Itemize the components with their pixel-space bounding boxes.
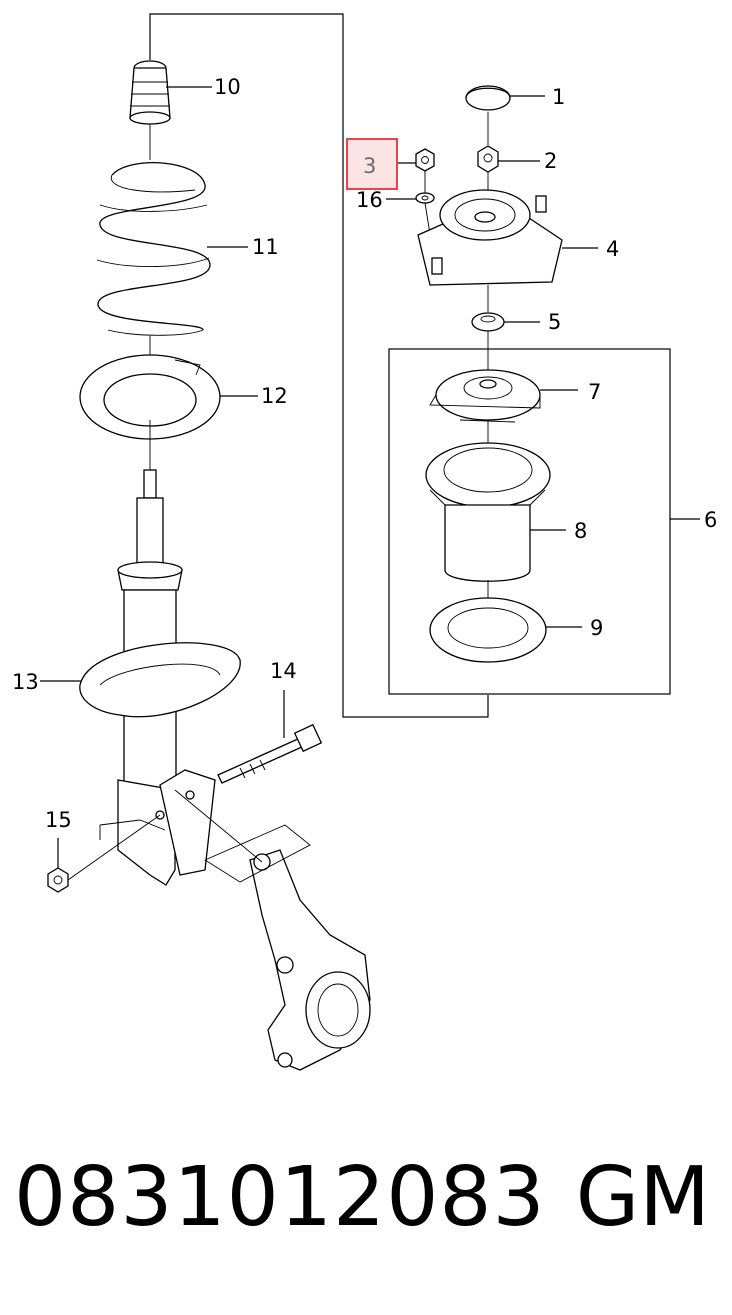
part-number: 0831012083: [14, 1150, 546, 1245]
part-16-washer: [415, 192, 435, 204]
part-1-cap: [465, 85, 511, 111]
callout-2: 2: [544, 149, 557, 173]
part-15-nut: [47, 867, 69, 893]
part-2-nut: [477, 145, 499, 173]
part-3-nut: [415, 148, 435, 172]
callout-10: 10: [214, 75, 241, 99]
part-13-strut: [79, 469, 241, 886]
callout-4: 4: [606, 237, 619, 261]
brand-name: GM: [575, 1150, 710, 1245]
callout-12: 12: [261, 384, 288, 408]
callout-8: 8: [574, 519, 587, 543]
callout-7: 7: [588, 380, 601, 404]
suspension-strut-diagram: 1 2 3 4 5 6 7 8 9 10 11 12 13 14 15 16: [12, 13, 717, 1071]
part-14-bolt: [217, 723, 323, 784]
kit-6-group-box: [388, 348, 671, 695]
steering-knuckle: [174, 789, 371, 1071]
part-4-top-mount: [417, 189, 563, 286]
part-11-coil-spring: [96, 162, 211, 336]
callout-15: 15: [45, 808, 72, 832]
callout-14: 14: [270, 659, 297, 683]
callout-3: 3: [363, 154, 376, 178]
part-8-boot: [425, 442, 551, 582]
callout-6: 6: [704, 508, 717, 532]
part-12-spring-seat: [79, 354, 221, 440]
callout-9: 9: [590, 616, 603, 640]
footer: 0831012083 GM: [0, 1150, 732, 1270]
callout-11: 11: [252, 235, 279, 259]
part-9-ring: [429, 597, 547, 663]
callout-1: 1: [552, 85, 565, 109]
part-7-bearing-plate: [429, 369, 541, 423]
callout-13: 13: [12, 670, 39, 694]
callout-16: 16: [356, 188, 383, 212]
part-10-bump-stop: [129, 60, 171, 125]
assembly-connector-line: [149, 13, 489, 718]
part-5-bushing: [471, 312, 505, 332]
callout-3-highlight-box[interactable]: [346, 138, 398, 190]
callout-5: 5: [548, 310, 561, 334]
